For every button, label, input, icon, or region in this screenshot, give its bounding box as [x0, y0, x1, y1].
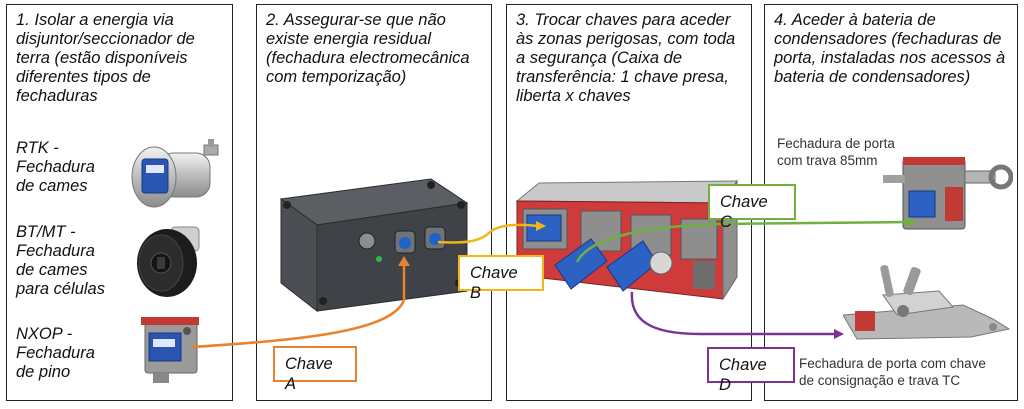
panel-2-title: 2. Assegurar-se que não existe energia r… — [266, 11, 470, 86]
door-lock-85mm-caption: Fechadura de porta com trava 85mm — [777, 136, 895, 168]
panel-step-4: 4. Aceder à bateria de condensadores (fe… — [764, 4, 1018, 401]
panel-3-title: 3. Trocar chaves para aceder às zonas pe… — [516, 11, 736, 105]
route-key-a-arrow — [398, 256, 410, 266]
nxop-lock-image — [141, 317, 199, 383]
lock-btmt-label: BT/MT - Fechadura de cames para células — [16, 223, 105, 298]
route-key-a — [191, 263, 406, 349]
electromechanical-lock-image — [279, 178, 469, 313]
door-lock-tc-image — [843, 265, 1011, 340]
key-d-label: Chave D — [707, 347, 795, 394]
key-b-label: Chave B — [458, 255, 544, 302]
rtk-lock-image — [131, 139, 219, 208]
route-key-d-arrow — [834, 329, 844, 339]
lock-nxop-label: NXOP - Fechadura de pino — [16, 325, 95, 381]
btmt-lock-image — [137, 226, 200, 297]
route-key-d — [630, 291, 836, 336]
route-key-b-arrow — [536, 221, 546, 231]
route-key-c — [575, 220, 909, 263]
door-lock-85mm-image — [883, 157, 1013, 230]
route-key-c-arrow — [906, 217, 916, 227]
key-a-label: Chave A — [273, 346, 357, 393]
panel-1-title: 1. Isolar a energia via disjuntor/seccio… — [16, 11, 195, 105]
panel-4-title: 4. Aceder à bateria de condensadores (fe… — [774, 11, 1006, 86]
route-key-b — [437, 223, 539, 244]
panel-step-1: 1. Isolar a energia via disjuntor/seccio… — [6, 4, 233, 401]
key-c-label: Chave C — [708, 184, 796, 231]
door-lock-tc-caption: Fechadura de porta com chave de consigna… — [799, 356, 986, 388]
transfer-box-image — [515, 179, 738, 301]
lock-rtk-label: RTK - Fechadura de cames — [16, 139, 95, 195]
panel-step-2: 2. Assegurar-se que não existe energia r… — [256, 4, 492, 401]
